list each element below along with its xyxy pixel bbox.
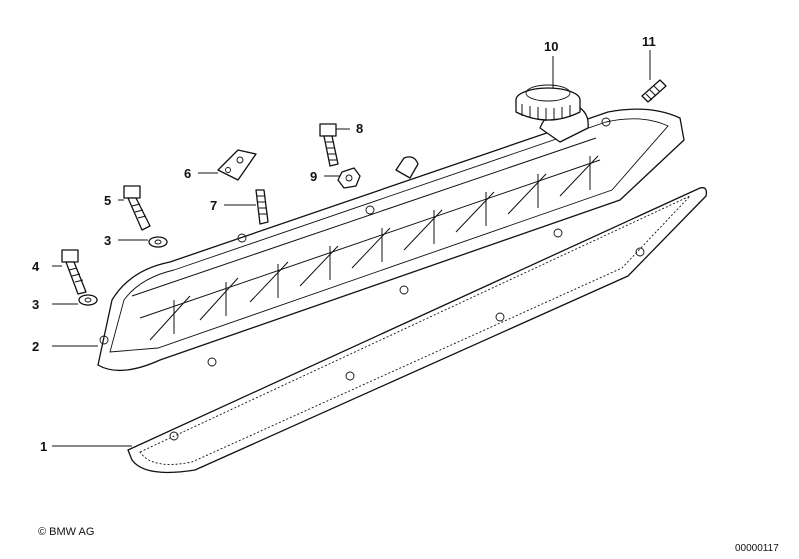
stud-part-7 xyxy=(255,189,269,225)
callout-10: 10 xyxy=(544,39,558,54)
washer-part-3-lower xyxy=(78,294,98,306)
nut-part-9 xyxy=(337,167,361,189)
callout-4: 4 xyxy=(32,259,40,274)
washer-part-3-upper xyxy=(148,236,168,248)
diagram-number: 00000117 xyxy=(735,543,779,554)
callout-8: 8 xyxy=(356,121,363,136)
callout-3-upper: 3 xyxy=(104,233,111,248)
bracket-part-6 xyxy=(217,149,257,181)
callout-3-lower: 3 xyxy=(32,297,39,312)
callout-1: 1 xyxy=(40,439,47,454)
gasket-part-1 xyxy=(127,187,708,474)
stud-part-11 xyxy=(641,79,667,103)
bolt-part-5 xyxy=(123,185,151,231)
callout-7: 7 xyxy=(210,198,217,213)
oil-filler-cap-part-10 xyxy=(515,84,581,121)
copyright-notice: © BMW AG xyxy=(38,526,95,538)
callout-11: 11 xyxy=(642,34,656,49)
bolt-part-8 xyxy=(319,123,339,167)
callout-9: 9 xyxy=(310,169,317,184)
callout-5: 5 xyxy=(104,193,111,208)
callout-6: 6 xyxy=(184,166,191,181)
callout-2: 2 xyxy=(32,339,39,354)
bolt-part-4 xyxy=(61,249,87,295)
leader-lines xyxy=(52,50,651,447)
